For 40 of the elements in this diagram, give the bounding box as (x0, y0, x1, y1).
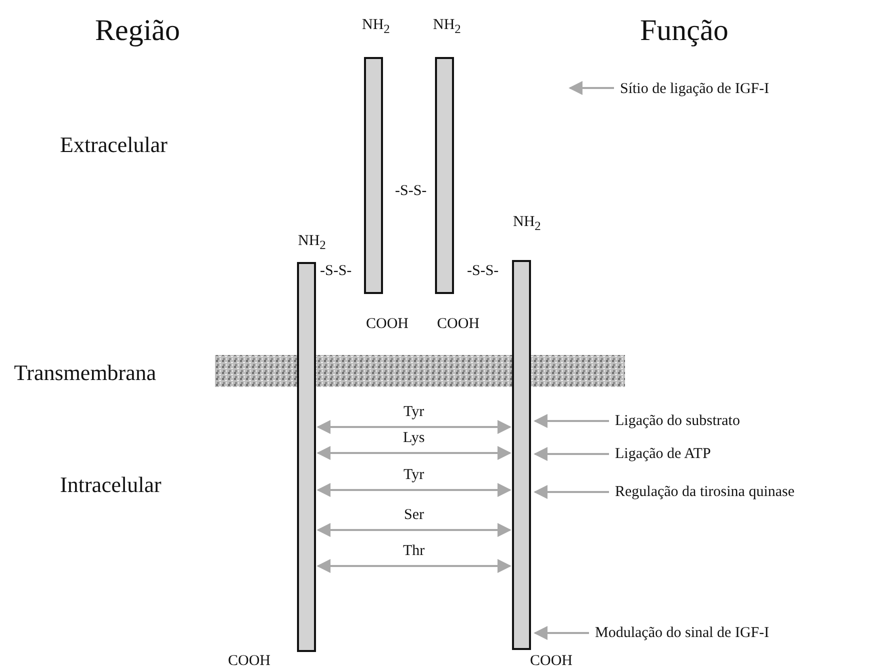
double-arrow (316, 446, 512, 460)
carboxyl-terminus-label: COOH (437, 315, 480, 333)
arrow (534, 447, 609, 461)
residue-label: Tyr (404, 403, 424, 421)
region-label: Transmembrana (14, 360, 156, 386)
function-label: Ligação de ATP (615, 445, 711, 463)
arrow (534, 626, 589, 640)
function-label: Sítio de ligação de IGF-I (620, 80, 770, 98)
amino-terminus-label: NH$_{2}$ (433, 16, 461, 38)
arrow (568, 81, 614, 95)
protein-chain-bar (435, 57, 454, 294)
amino-terminus-label: NH$_{2}$ (513, 213, 541, 235)
amino-terminus-label: NH$_{2}$ (298, 232, 326, 254)
residue-label: Ser (404, 506, 424, 524)
double-arrow (316, 420, 512, 434)
carboxyl-terminus-label: COOH (530, 652, 573, 670)
disulfide-bond-label: -S-S- (320, 262, 352, 281)
protein-chain-bar (297, 262, 316, 652)
arrow (534, 485, 609, 499)
disulfide-bond-label: -S-S- (467, 262, 499, 281)
carboxyl-terminus-label: COOH (228, 652, 271, 670)
protein-chain-bar (364, 57, 383, 294)
carboxyl-terminus-label: COOH (366, 315, 409, 333)
function-label: Regulação da tirosina quinase (615, 483, 795, 501)
double-arrow (316, 559, 512, 573)
region-label: Intracelular (60, 472, 162, 498)
amino-terminus-label: NH$_{2}$ (362, 16, 390, 38)
double-arrow (316, 523, 512, 537)
function-label: Ligação do substrato (615, 412, 740, 430)
residue-label: Tyr (404, 466, 424, 484)
region-label: Extracelular (60, 132, 168, 158)
residue-label: Thr (403, 542, 425, 560)
arrow (534, 414, 609, 428)
residue-label: Lys (403, 429, 425, 447)
protein-chain-bar (512, 260, 531, 650)
region-heading: Região (95, 14, 180, 48)
disulfide-bond-label: -S-S- (395, 182, 427, 201)
function-label: Modulação do sinal de IGF-I (595, 624, 770, 642)
double-arrow (316, 483, 512, 497)
function-heading: Função (640, 14, 728, 48)
